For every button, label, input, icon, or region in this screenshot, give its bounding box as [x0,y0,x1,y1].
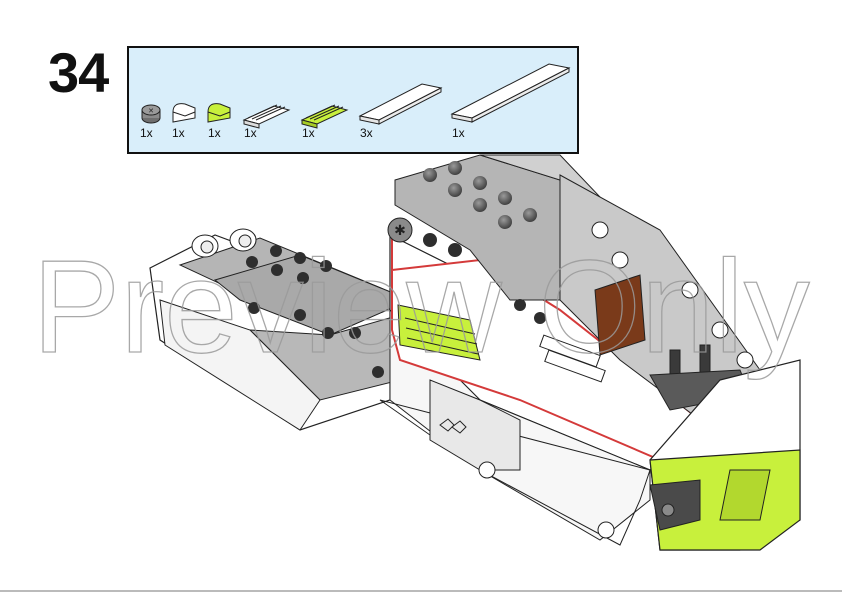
step-number: 34 [48,41,109,104]
grille-tile-lime-icon [300,104,349,129]
quarter-round-tile-lime-icon [207,103,231,123]
parts-illustrations: ✕ [141,63,571,129]
svg-text:✕: ✕ [148,108,154,115]
part-qty: 1x [140,126,153,140]
svg-text:✱: ✱ [394,222,406,238]
parts-callout: ✕ [127,46,579,154]
part-qty: 1x [208,126,221,140]
rear-section [649,359,801,551]
part-qty: 3x [360,126,373,140]
nose-section [149,228,412,431]
part-qty: 1x [302,126,315,140]
nose-studs [246,245,384,378]
round-tile-dark-gray-icon: ✕ [141,104,161,124]
page-bottom-rule [0,590,842,592]
quarter-round-tile-white-icon [172,103,196,123]
part-qty: 1x [452,126,465,140]
lower-studs [478,461,615,539]
tile-1x4-white-icon [358,83,443,125]
side-panel: ✱ [387,217,702,462]
part-qty: 1x [244,126,257,140]
grille-tile-white-icon [242,104,291,129]
part-qty: 1x [172,126,185,140]
tile-1x6-white-icon [450,63,571,123]
